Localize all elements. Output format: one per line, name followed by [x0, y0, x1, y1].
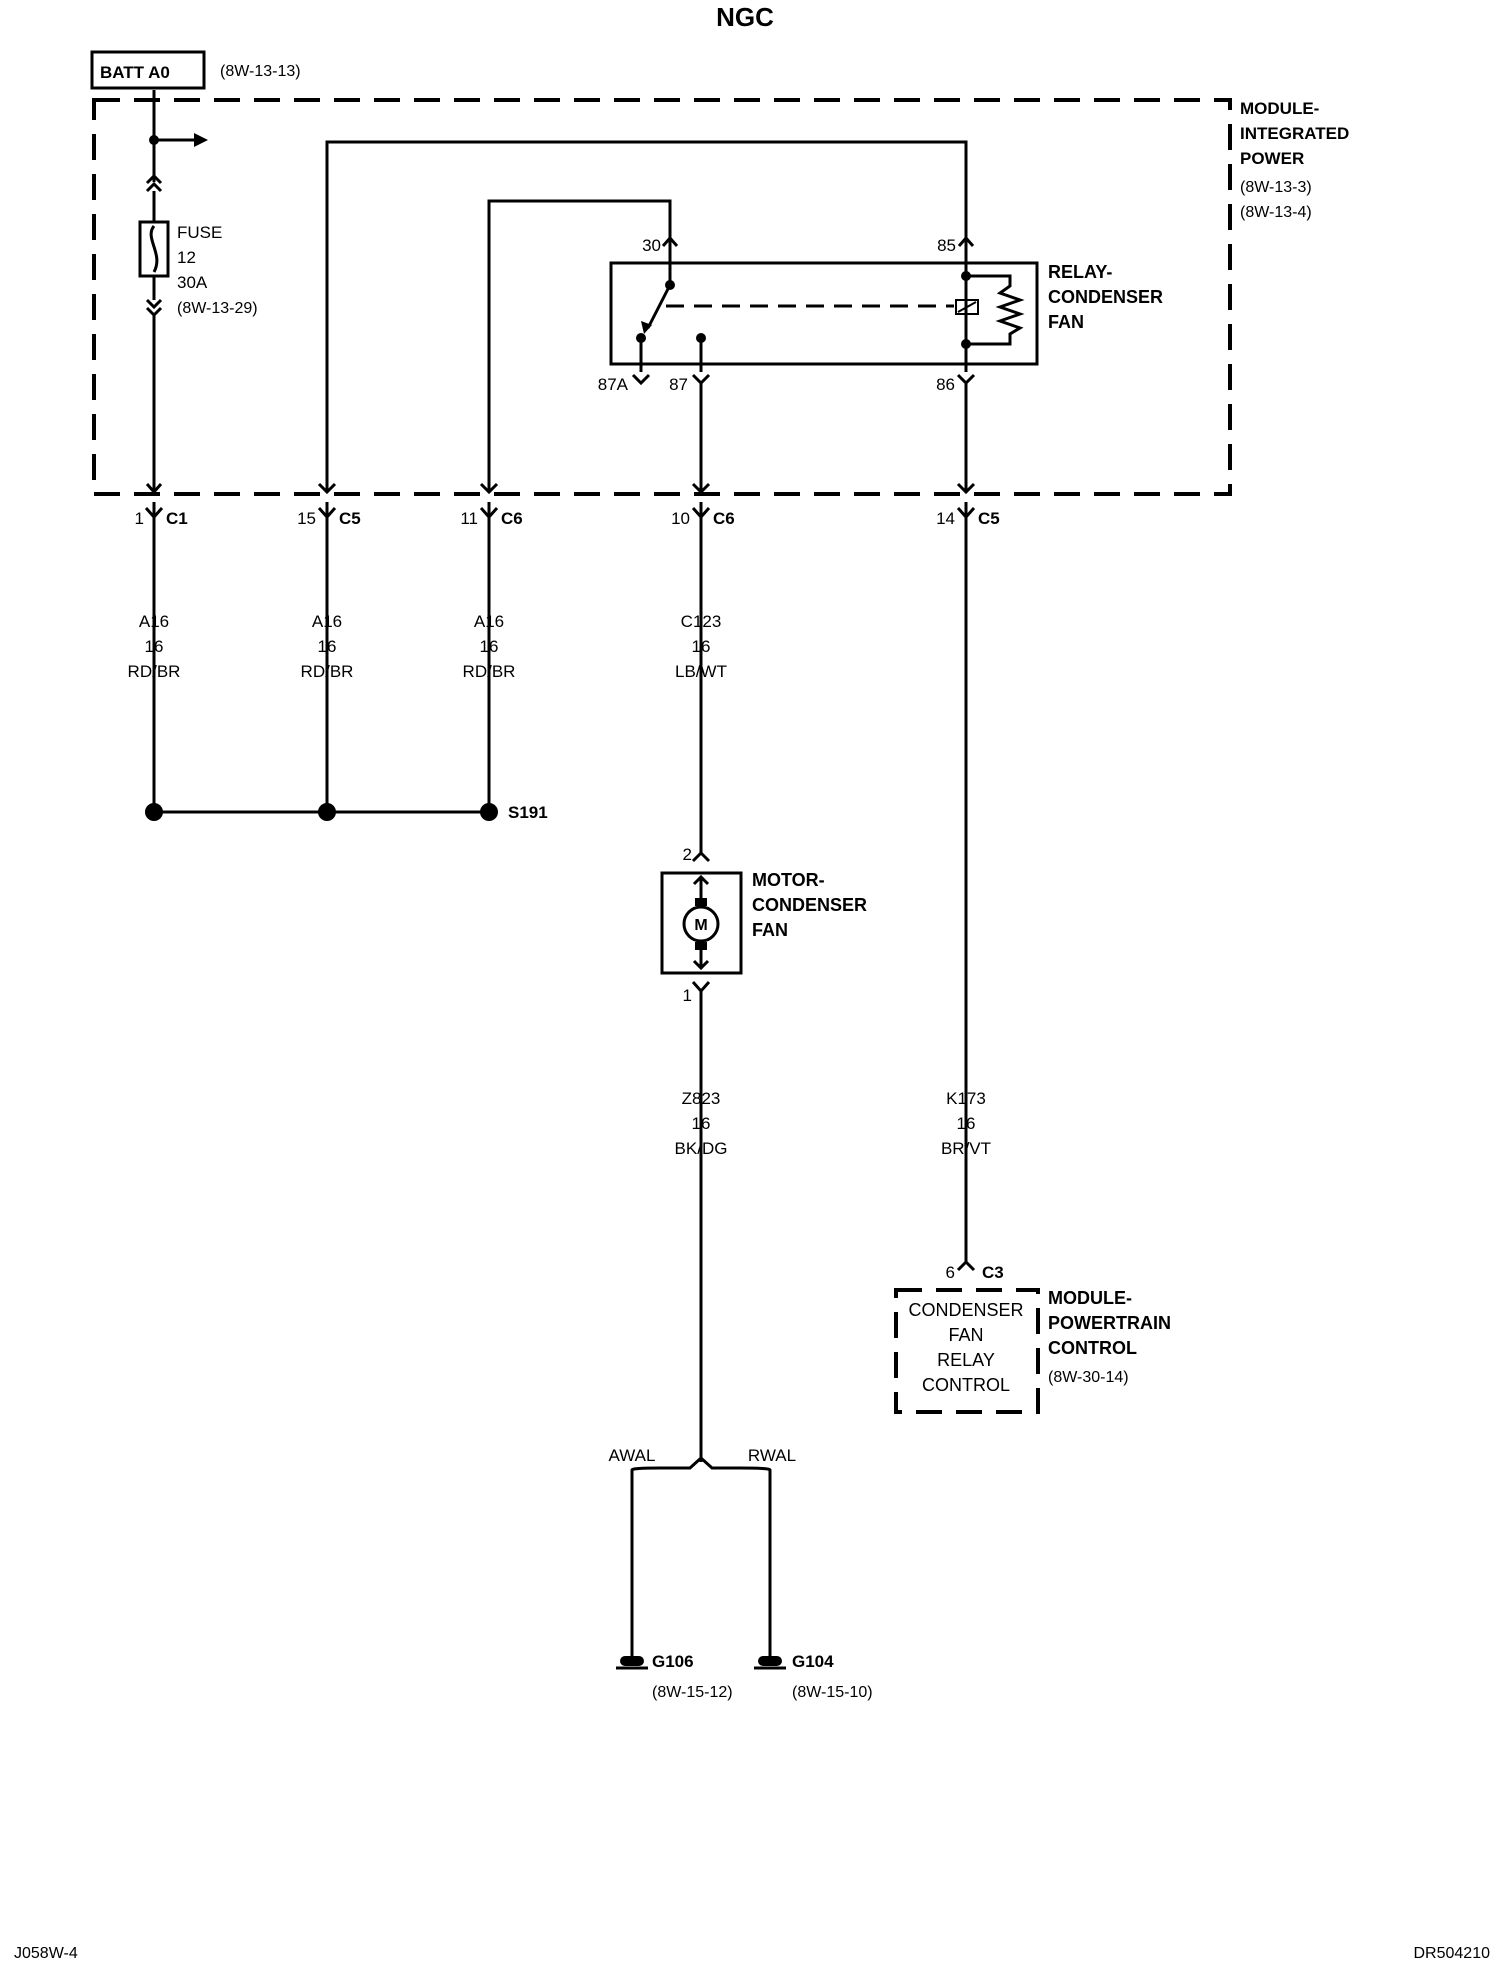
- relay-name-1: RELAY-: [1048, 262, 1112, 282]
- ground-g104: [754, 1478, 786, 1670]
- wire-1-circuit: A16: [139, 612, 169, 631]
- motor-symbol-label: M: [694, 917, 707, 934]
- pcm-box-line-4: CONTROL: [922, 1375, 1010, 1395]
- pcm-pin-6: 6: [946, 1263, 955, 1282]
- pcm-ref: (8W-30-14): [1048, 1369, 1129, 1386]
- pcm-name-2: POWERTRAIN: [1048, 1313, 1171, 1333]
- wire-4-circuit: C123: [681, 612, 722, 631]
- motor-name-3: FAN: [752, 920, 788, 940]
- motor-pin-1: 1: [683, 986, 692, 1005]
- relay-name-2: CONDENSER: [1048, 287, 1163, 307]
- splice-s191: [145, 803, 498, 821]
- wire-3-color: RD/BR: [463, 662, 516, 681]
- ground-g106: [616, 1478, 648, 1670]
- footer-right-code: DR504210: [1414, 1945, 1491, 1962]
- connector-c1: C1: [166, 509, 188, 528]
- connector-pin-10: 10: [671, 509, 690, 528]
- motor-symbol: [682, 874, 720, 971]
- wire-1-gauge: 16: [145, 637, 164, 656]
- pcm-box-line-1: CONDENSER: [908, 1300, 1023, 1320]
- connector-pin-14: 14: [936, 509, 955, 528]
- relay-pin-86: 86: [936, 375, 955, 394]
- relay-87-terminal: [691, 373, 711, 386]
- connector-c6-a: C6: [501, 509, 523, 528]
- connector-pin-1: 1: [135, 509, 144, 528]
- relay-box: [609, 261, 1039, 366]
- connector-pin-11: 11: [460, 509, 478, 528]
- pcm-name-3: CONTROL: [1048, 1338, 1137, 1358]
- ground-g106-label: G106: [652, 1652, 694, 1671]
- ipm-boundary: [92, 98, 1232, 496]
- connector-c5-a: C5: [339, 509, 361, 528]
- wire-4-color: LB/WT: [675, 662, 727, 681]
- ipm-ref-2: (8W-13-4): [1240, 204, 1312, 221]
- relay-pin-30: 30: [642, 236, 661, 255]
- relay-pin-87a: 87A: [598, 375, 629, 394]
- fuse-label-2: 12: [177, 248, 196, 267]
- pcm-box-line-2: FAN: [948, 1325, 983, 1345]
- motor-ground-wire: [630, 981, 772, 1478]
- fuse-label-4: (8W-13-29): [177, 300, 258, 317]
- pcm-connector-c3: C3: [982, 1263, 1004, 1282]
- batt-ref: (8W-13-13): [220, 63, 301, 80]
- relay-86-terminal: [956, 373, 976, 386]
- relay-87a-terminal: [631, 373, 651, 386]
- connector-symbols: [144, 507, 976, 520]
- wire-5-gauge: 16: [957, 1114, 976, 1133]
- wire-3-gauge: 16: [480, 637, 499, 656]
- relay-87-to-motor-wire: [691, 383, 711, 863]
- wire-5-circuit: K173: [946, 1089, 986, 1108]
- relay-pin-87: 87: [669, 375, 688, 394]
- ipm-ref-1: (8W-13-3): [1240, 179, 1312, 196]
- battery-feed-wire: [145, 90, 208, 812]
- wire-3-circuit: A16: [474, 612, 504, 631]
- batt-label: BATT A0: [100, 63, 170, 82]
- motor-pin-2: 2: [683, 845, 692, 864]
- splice-label: S191: [508, 803, 548, 822]
- relay-switch-contacts: [636, 235, 954, 372]
- wire-4-gauge: 16: [692, 637, 711, 656]
- wire-2-circuit: A16: [312, 612, 342, 631]
- ground-g106-ref: (8W-15-12): [652, 1684, 733, 1701]
- relay-30-feed-wire: [479, 199, 672, 812]
- relay-coil: [955, 235, 1025, 372]
- branch-rwal: RWAL: [748, 1446, 796, 1465]
- connector-c6-b: C6: [713, 509, 735, 528]
- branch-awal: AWAL: [609, 1446, 656, 1465]
- motor-name-2: CONDENSER: [752, 895, 867, 915]
- motor-box: [660, 871, 743, 975]
- connector-pin-15: 15: [297, 509, 316, 528]
- wire-2-color: RD/BR: [301, 662, 354, 681]
- wire-1-color: RD/BR: [128, 662, 181, 681]
- pcm-name-1: MODULE-: [1048, 1288, 1132, 1308]
- diagram-title: NGC: [716, 2, 774, 32]
- footer-left-code: J058W-4: [14, 1945, 78, 1962]
- fuse-label-1: FUSE: [177, 223, 222, 242]
- batt-box: [90, 50, 206, 90]
- relay-85-feed-wire: [317, 140, 968, 812]
- fuse-label-3: 30A: [177, 273, 208, 292]
- wire-2-gauge: 16: [318, 637, 337, 656]
- wire-5-color: BR/VT: [941, 1139, 991, 1158]
- ground-g104-label: G104: [792, 1652, 834, 1671]
- motor-name-1: MOTOR-: [752, 870, 825, 890]
- ipm-name-1: MODULE-: [1240, 99, 1319, 118]
- relay-name-3: FAN: [1048, 312, 1084, 332]
- relay-86-to-pcm-wire: [956, 383, 976, 1272]
- relay-pin-85: 85: [937, 236, 956, 255]
- ground-g104-ref: (8W-15-10): [792, 1684, 873, 1701]
- connector-c5-b: C5: [978, 509, 1000, 528]
- fuse-symbol: [138, 220, 170, 300]
- ipm-name-3: POWER: [1240, 149, 1304, 168]
- pcm-box-line-3: RELAY: [937, 1350, 995, 1370]
- pcm-boundary: [894, 1288, 1040, 1414]
- ipm-name-2: INTEGRATED: [1240, 124, 1349, 143]
